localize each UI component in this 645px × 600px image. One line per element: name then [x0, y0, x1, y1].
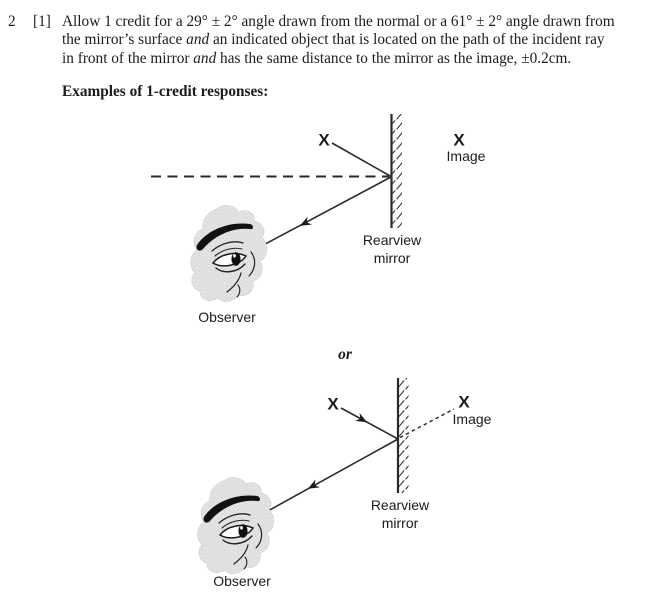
observer-label: Observer [198, 309, 256, 325]
diagram-1: X X Image Rearview mirror Observer [151, 114, 486, 325]
mirror-hatching [399, 378, 409, 493]
reflected-ray-arrowhead [300, 216, 312, 226]
image-sightline-dashed [399, 408, 455, 439]
or-separator: or [338, 346, 353, 363]
rubric-line-1: Allow 1 credit for a 29° ± 2° angle draw… [62, 13, 645, 31]
object-x-marker: X [318, 131, 330, 150]
mirror-label-line1: Rearview [363, 232, 422, 248]
reflected-ray [247, 438, 399, 523]
credit-points: [1] [33, 13, 51, 30]
reflected-ray-arrowhead [308, 479, 320, 489]
incident-ray [340, 407, 399, 440]
question-number: 2 [8, 13, 16, 30]
image-x-marker: X [453, 131, 465, 150]
image-x-marker: X [458, 393, 470, 412]
mirror-label-line1: Rearview [371, 497, 430, 513]
image-label: Image [453, 411, 492, 427]
rubric-line-2-and: and [186, 31, 210, 49]
incident-ray-arrowhead [355, 412, 367, 423]
image-label: Image [447, 148, 486, 164]
rubric-line-2-post: an indicated object that is located on t… [209, 31, 605, 49]
observer-label: Observer [213, 573, 271, 589]
object-x-marker: X [327, 395, 339, 414]
observer-eye-illustration [196, 476, 275, 575]
rubric-line-3-pre: in front of the mirror [62, 49, 194, 67]
diagram-2: X X Image Rearview mirror Observer [196, 378, 492, 589]
mirror-hatching [392, 114, 402, 228]
rubric-text: Allow 1 credit for a 29° ± 2° angle draw… [62, 13, 645, 68]
mirror-label-line2: mirror [374, 250, 411, 266]
incident-ray [331, 142, 392, 178]
rubric-line-3: in front of the mirror and has the same … [62, 50, 645, 68]
rubric-line-3-and: and [193, 49, 217, 67]
rubric-line-2-pre: the mirror’s surface [62, 31, 187, 49]
examples-heading: Examples of 1-credit responses: [62, 83, 269, 100]
observer-eye-illustration [189, 204, 268, 303]
mirror-label-line2: mirror [382, 515, 419, 531]
rubric-line-1-text: Allow 1 credit for a 29° ± 2° angle draw… [62, 13, 615, 30]
rubric-line-2: the mirror’s surface and an indicated ob… [62, 31, 645, 49]
rubric-line-3-post: has the same distance to the mirror as t… [216, 49, 572, 67]
